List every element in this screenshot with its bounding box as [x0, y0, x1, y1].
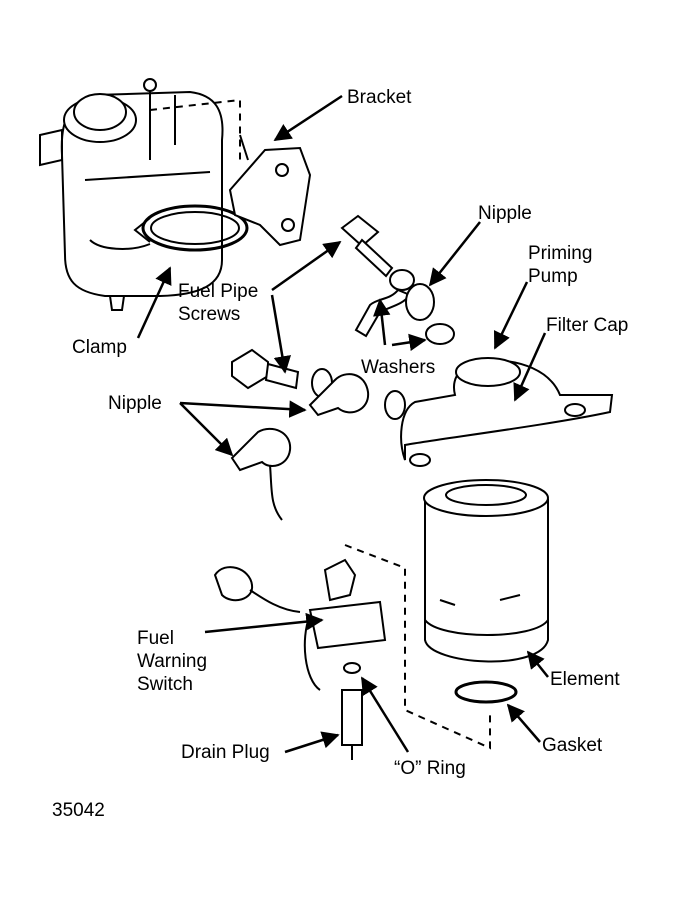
filter-housing-drawing: [39, 78, 241, 311]
clamp-drawing: [133, 204, 249, 252]
label-fuel-warning-switch-line2: Warning: [137, 651, 207, 672]
arrow-filter-cap: [513, 332, 547, 402]
arrow-drain-plug: [284, 731, 340, 754]
arrow-nipple-top: [428, 221, 481, 287]
arrow-element: [526, 650, 549, 678]
label-fuel-warning-switch-line1: Fuel: [137, 628, 174, 649]
upper-fuel-pipe-screw-drawing: [340, 214, 455, 345]
arrow-gasket: [506, 703, 541, 743]
arrow-fuel-pipe-screws-down: [270, 294, 292, 374]
label-drain-plug: Drain Plug: [181, 742, 270, 763]
arrow-bracket: [273, 94, 343, 142]
arrow-washers-2: [391, 333, 427, 352]
label-nipple-top: Nipple: [478, 203, 532, 224]
label-nipple-left: Nipple: [108, 393, 162, 414]
label-clamp: Clamp: [72, 337, 127, 358]
arrow-fuel-warning-switch: [204, 612, 324, 634]
label-bracket: Bracket: [347, 87, 412, 108]
fuel-warning-switch-drawing: [213, 544, 491, 750]
bracket-drawing: [228, 134, 312, 247]
label-gasket: Gasket: [542, 735, 603, 756]
leader-arrows: [136, 94, 549, 754]
arrow-o-ring: [360, 676, 410, 753]
figure-number: 35042: [52, 800, 105, 821]
arrow-priming-pump: [493, 281, 529, 350]
drain-plug-drawing: [341, 662, 363, 760]
label-priming-pump-line2: Pump: [528, 266, 578, 287]
arrow-fuel-pipe-screws-up: [271, 240, 342, 292]
filter-cap-drawing: [400, 357, 614, 467]
label-o-ring: “O” Ring: [394, 758, 466, 779]
label-priming-pump-line1: Priming: [528, 243, 592, 264]
label-element: Element: [550, 669, 620, 690]
arrow-nipple-left-1: [179, 400, 307, 418]
label-filter-cap: Filter Cap: [546, 315, 628, 336]
arrow-nipple-left-2: [179, 402, 234, 457]
label-fuel-pipe-screws-line1: Fuel Pipe: [178, 281, 258, 302]
label-fuel-warning-switch-line3: Switch: [137, 674, 193, 695]
label-washers: Washers: [361, 357, 435, 378]
arrow-clamp: [136, 266, 172, 339]
gasket-drawing: [454, 680, 518, 704]
arrow-washers-1: [373, 298, 391, 346]
filter-element-drawing: [423, 479, 549, 663]
label-fuel-pipe-screws-line2: Screws: [178, 304, 240, 325]
